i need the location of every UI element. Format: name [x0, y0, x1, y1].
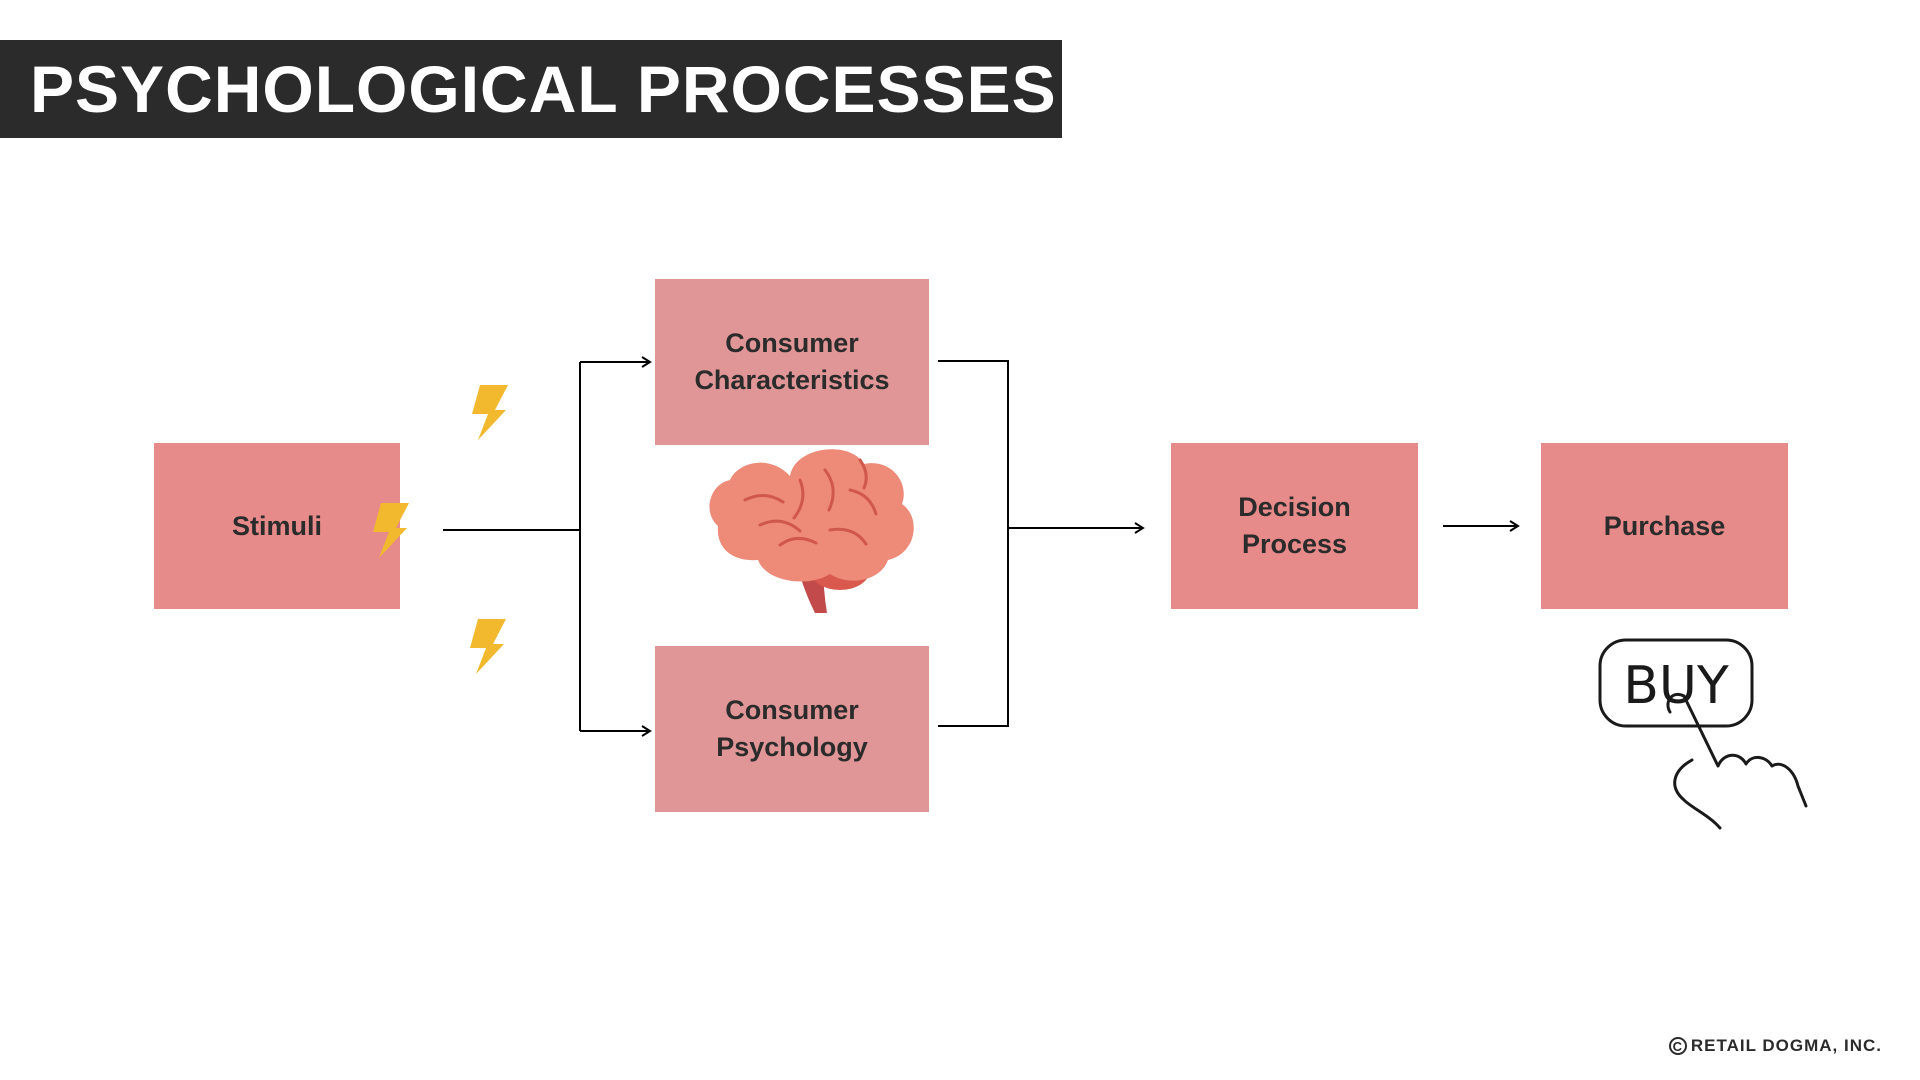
copyright-text: RETAIL DOGMA, INC.: [1690, 1036, 1882, 1055]
page-title: PSYCHOLOGICAL PROCESSES: [30, 52, 1057, 126]
copyright-icon: C: [1668, 1037, 1687, 1055]
node-stimuli-label: Stimuli: [231, 510, 322, 541]
node-decision-process-label: Decision Process: [1238, 492, 1351, 559]
title-bar: PSYCHOLOGICAL PROCESSES: [0, 40, 1062, 138]
node-purchase-label: Purchase: [1603, 510, 1726, 541]
node-consumer-psychology: Consumer Psychology: [655, 646, 929, 812]
lightning-icon: [373, 503, 409, 558]
copyright-notice: C RETAIL DOGMA, INC.: [1668, 1036, 1882, 1056]
buy-button-label: BUY: [1623, 656, 1729, 716]
node-consumer-characteristics: Consumer Characteristics: [655, 279, 929, 445]
node-stimuli: Stimuli: [154, 443, 400, 609]
node-consumer-psychology-label: Consumer Psychology: [716, 695, 868, 762]
node-purchase: Purchase: [1541, 443, 1788, 609]
node-decision-process: Decision Process: [1171, 443, 1418, 609]
lightning-icon: [470, 619, 506, 674]
lightning-icon: [472, 385, 508, 440]
node-consumer-characteristics-label: Consumer Characteristics: [694, 328, 890, 395]
